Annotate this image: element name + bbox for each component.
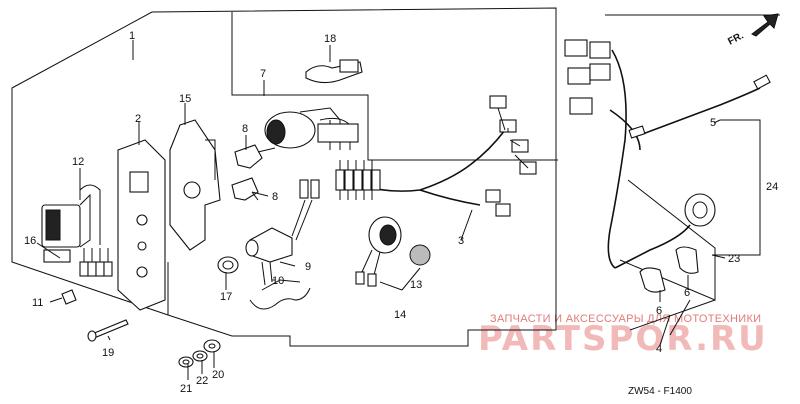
part-12-switch [41,184,113,277]
assembly-outline [11,7,558,347]
callout-7: 7 [260,68,266,80]
callout-12: 12 [72,156,84,168]
callout-9: 9 [305,261,311,273]
part-18-clip [305,59,363,84]
callout-16: 16 [24,235,36,247]
callout-24: 24 [766,181,778,193]
callout-4: 4 [656,343,662,355]
watermark-tagline: ЗАПЧАСТИ И АКСЕССУАРЫ ДЛЯ МОТОТЕХНИКИ [490,313,761,325]
callout-22: 22 [196,375,208,387]
callout-8-upper: 8 [242,123,248,135]
callout-11: 11 [32,297,43,309]
callout-19: 19 [102,347,114,359]
part-14-buzzer [355,216,402,287]
part-3-harness [335,95,537,217]
part-7-key-switch [264,107,359,150]
front-direction-arrow: FR. [726,13,779,48]
callout-15: 15 [179,93,191,105]
part-5-cable [628,74,771,139]
part-8-keys [231,144,276,201]
bracket-24 [712,119,761,256]
callout-17: 17 [220,291,232,303]
callout-10: 10 [272,275,284,287]
callout-13: 13 [410,279,422,291]
part-19-bolt [87,319,129,342]
callout-5: 5 [710,117,716,129]
harness-outline [605,14,780,301]
parts-20-21-22-hardware [178,339,221,368]
callout-1: 1 [129,30,135,42]
callout-3: 3 [458,235,464,247]
part-13-cover [409,244,431,266]
callout-18: 18 [324,33,336,45]
diagram-code: ZW54 - F1400 [628,386,692,397]
callout-20: 20 [212,369,224,381]
part-2-panel [117,139,166,311]
part-15-bracket [169,119,221,251]
part-11-clip [61,289,77,305]
callout-21: 21 [180,383,192,395]
callout-6-left: 6 [656,305,662,317]
front-label: FR. [726,30,746,47]
part-17-grommet [217,256,239,274]
watermark-brand: PARTSPOR.RU [478,319,768,359]
callout-8-lower: 8 [272,191,278,203]
part-6-clips [639,246,699,293]
callout-23: 23 [728,253,740,265]
part-9-switch [245,179,320,310]
part-23-harness [564,39,716,269]
outline-lower [629,299,716,331]
callout-6-right: 6 [684,287,690,299]
callout-14: 14 [394,309,406,321]
leader-lines [36,40,726,380]
callout-2: 2 [135,113,141,125]
